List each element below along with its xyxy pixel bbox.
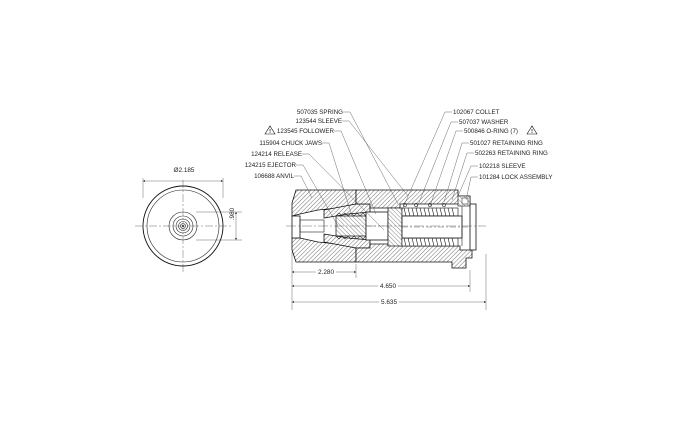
diameter-label: Ø2.185 <box>174 167 195 174</box>
o-ring-3 <box>428 203 432 207</box>
spring-sleeve <box>387 207 403 247</box>
callout-retaining-ring-501027: 501027 RETAINING RING <box>470 140 543 147</box>
follower-warning-icon: ! <box>264 125 276 135</box>
callout-lock-assembly: 101284 LOCK ASSEMBLY <box>479 174 553 181</box>
callout-release: 124214 RELEASE <box>251 151 302 158</box>
callout-collet: 102067 COLLET <box>453 109 500 116</box>
spring-upper <box>401 207 459 217</box>
spring-lower <box>401 237 459 247</box>
leader-lines <box>294 111 478 231</box>
callout-sleeve-123544: 123544 SLEEVE <box>296 118 342 125</box>
section-view <box>286 189 486 269</box>
sleeve-lower-wall <box>355 243 473 269</box>
o-ring-warning-icon: ! <box>526 125 538 135</box>
o-ring-4 <box>442 203 446 207</box>
callout-chuck-jaws: 115904 CHUCK JAWS <box>259 140 322 147</box>
callout-ejector: 124215 EJECTOR <box>245 162 297 169</box>
o-ring-2 <box>414 203 418 207</box>
callout-anvil: 106688 ANVIL <box>254 173 294 180</box>
dimension-d2: 4.650 <box>380 283 396 290</box>
sleeve-upper-wall <box>355 189 471 209</box>
dimension-d1: 2.280 <box>318 269 334 276</box>
callout-retaining-ring-502263: 502263 RETAINING RING <box>475 150 548 157</box>
section-dimensions: 2.280 4.650 5.635 <box>291 252 487 310</box>
callouts-left: 507035 SPRING 123544 SLEEVE 123545 FOLLO… <box>245 109 343 180</box>
callout-washer: 507037 WASHER <box>459 119 509 126</box>
callout-spring: 507035 SPRING <box>297 109 343 116</box>
callouts-right: 102067 COLLET 507037 WASHER 500846 O-RIN… <box>453 109 553 181</box>
callout-sleeve-102218: 102218 SLEEVE <box>479 163 525 170</box>
svg-text:!: ! <box>531 129 533 135</box>
height-label: .980 <box>229 207 236 220</box>
dimension-d3: 5.635 <box>381 299 397 306</box>
callout-follower: 123545 FOLLOWER <box>277 128 335 135</box>
callout-o-ring: 500846 O-RING (7) <box>464 128 518 135</box>
svg-text:!: ! <box>269 129 271 135</box>
end-view: Ø2.185 .980 <box>135 165 242 272</box>
